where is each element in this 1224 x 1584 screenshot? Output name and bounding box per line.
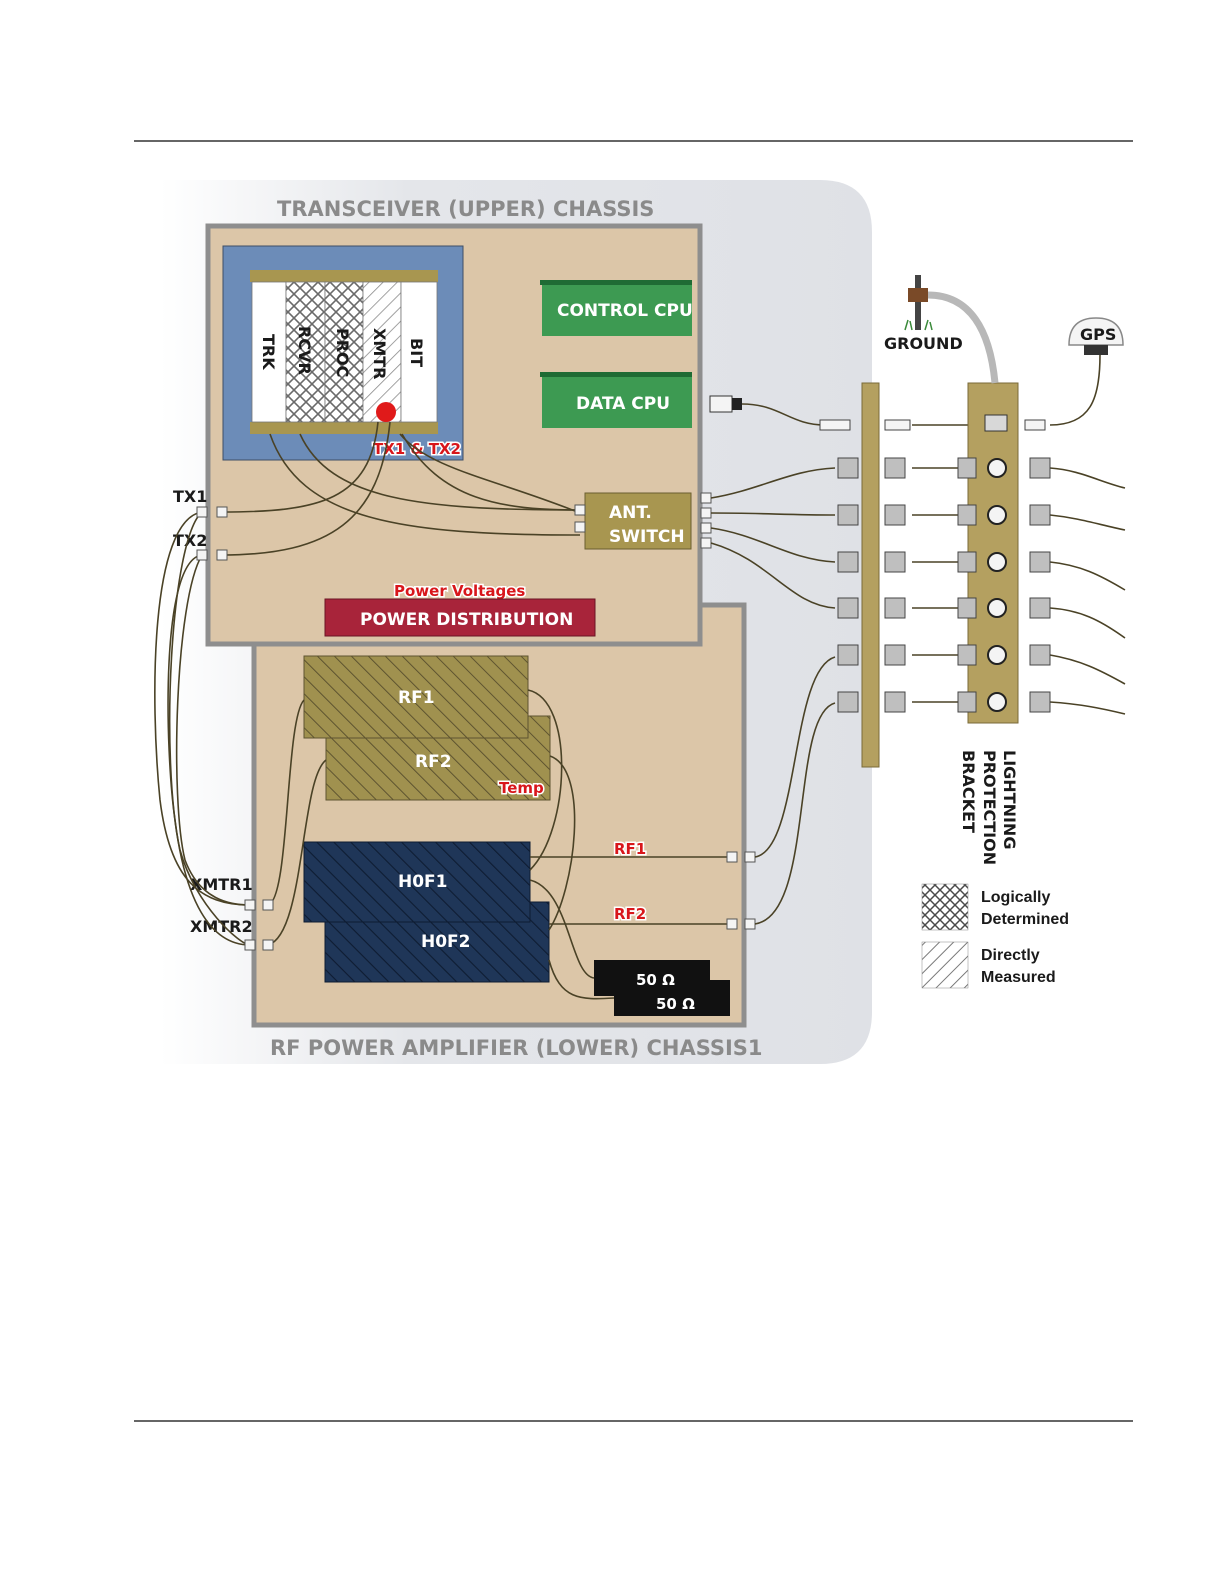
card-trk-label: TRK (259, 334, 278, 370)
load-2 (614, 980, 730, 1016)
ant-switch-label-line1: ANT. (609, 503, 652, 523)
bracket-label-line3: BRACKET (959, 750, 978, 833)
internal-wiring (154, 421, 727, 1000)
bracket-label-line1: LIGHTNING (1000, 750, 1019, 849)
chassis-ports (196, 492, 756, 951)
card-xmtr-label: XMTR (370, 328, 389, 380)
legend-direct-line1: Directly (981, 947, 1040, 964)
legend-direct-swatch (921, 941, 969, 989)
card-rail-bottom (250, 422, 438, 434)
ground-icon (904, 275, 999, 384)
data-cpu-label: DATA CPU (576, 394, 670, 414)
legend-logical-swatch (921, 883, 969, 931)
legend-logical-line1: Logically (981, 889, 1050, 906)
card-rail-top (250, 270, 438, 282)
card-rcvr-label: RCVR (295, 326, 314, 375)
upper-chassis-title: TRANSCEIVER (UPPER) CHASSIS (277, 197, 654, 221)
h0f1-label: H0F1 (398, 872, 448, 892)
lightning-protection-bracket (861, 382, 880, 768)
external-wiring (710, 354, 1126, 925)
rf1-module (303, 655, 529, 739)
ant-switch-label-line2: SWITCH (609, 527, 685, 547)
xmtr2-port-label: XMTR2 (190, 917, 253, 936)
rf2-path-label: RF2 (614, 905, 646, 923)
load-2-label: 50 Ω (656, 995, 695, 1013)
rf1-label: RF1 (398, 688, 435, 708)
power-distribution (324, 598, 596, 637)
data-cpu (542, 377, 692, 428)
temp-label: Temp (499, 779, 544, 797)
tx2-port-label: TX2 (173, 531, 207, 550)
legend-direct-line2: Measured (981, 969, 1056, 986)
load-1-label: 50 Ω (636, 971, 675, 989)
rf1-path-label: RF1 (614, 840, 646, 858)
tx1-port-label: TX1 (173, 487, 207, 506)
data-cpu-connector (709, 395, 742, 413)
lower-chassis-title: RF POWER AMPLIFIER (LOWER) CHASSIS1 (270, 1036, 763, 1060)
rf2-label: RF2 (415, 752, 452, 772)
control-cpu-bar (540, 280, 692, 285)
gps-antenna-icon (1068, 317, 1124, 355)
gps-label: GPS (1080, 325, 1116, 344)
bracket-connectors (819, 419, 911, 713)
data-cpu-bar (540, 372, 692, 377)
power-distribution-label: POWER DISTRIBUTION (360, 610, 573, 630)
ant-switch (584, 492, 692, 550)
legend-logical-line2: Determined (981, 911, 1069, 928)
ground-label: GROUND (884, 334, 963, 353)
h0f2-label: H0F2 (421, 932, 471, 952)
xmtr1-port-label: XMTR1 (190, 875, 253, 894)
bracket-label-line2: PROTECTION (980, 750, 999, 865)
tx-measure-dot (376, 402, 396, 422)
control-cpu-label: CONTROL CPU (557, 301, 693, 321)
power-voltages-label: Power Voltages (394, 582, 525, 600)
card-bit (400, 281, 438, 423)
panel-connectors (984, 414, 1008, 712)
card-proc-label: PROC (333, 328, 352, 377)
panel-side-connectors (957, 419, 1051, 713)
card-bit-label: BIT (407, 338, 426, 367)
card-xmtr (362, 281, 402, 423)
h0f1-module (303, 841, 531, 923)
control-cpu (542, 285, 692, 336)
